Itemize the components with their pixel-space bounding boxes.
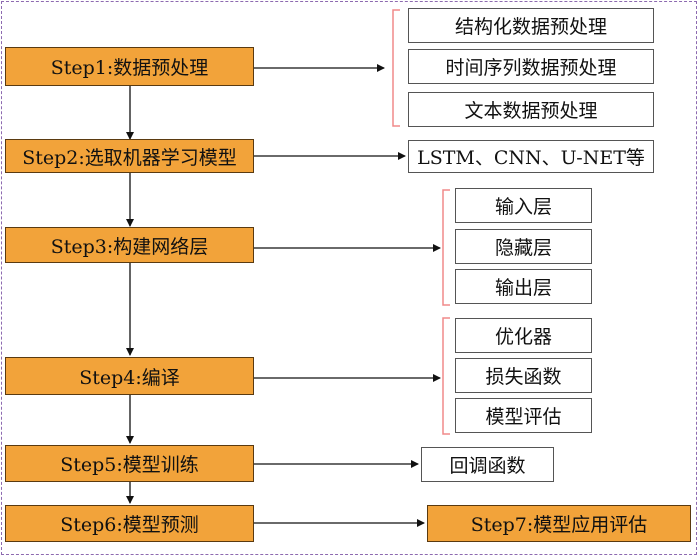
- compile-item: 模型评估: [455, 398, 592, 433]
- compile-item: 损失函数: [455, 358, 592, 393]
- bracket-preprocessing: [392, 9, 400, 127]
- callback-box: 回调函数: [421, 447, 554, 482]
- step7-box: Step7:模型应用评估: [427, 505, 691, 542]
- compile-item: 优化器: [455, 318, 592, 353]
- step2-box: Step2:选取机器学习模型: [5, 139, 254, 173]
- step3-box: Step3:构建网络层: [5, 227, 254, 263]
- step7-label: Step7:模型应用评估: [470, 514, 648, 536]
- step5-box: Step5:模型训练: [5, 445, 254, 482]
- step1-box: Step1:数据预处理: [5, 47, 254, 86]
- step6-box: Step6:模型预测: [5, 505, 254, 542]
- bracket-compile: [442, 317, 450, 435]
- step2-label: Step2:选取机器学习模型: [22, 146, 237, 169]
- step4-label: Step4:编译: [79, 366, 180, 389]
- bracket-layers: [442, 189, 450, 306]
- step3-label: Step3:构建网络层: [50, 235, 209, 258]
- step5-label: Step5:模型训练: [60, 454, 199, 476]
- model-types-box: LSTM、CNN、U-NET等: [408, 140, 654, 173]
- step6-label: Step6:模型预测: [60, 514, 199, 536]
- preprocessing-item: 结构化数据预处理: [408, 8, 654, 43]
- step4-box: Step4:编译: [5, 357, 254, 395]
- preprocessing-item: 时间序列数据预处理: [408, 49, 654, 84]
- step1-label: Step1:数据预处理: [50, 57, 209, 79]
- preprocessing-item: 文本数据预处理: [408, 92, 654, 127]
- layer-item: 输入层: [455, 188, 592, 223]
- layer-item: 输出层: [455, 269, 592, 304]
- layer-item: 隐藏层: [455, 229, 592, 264]
